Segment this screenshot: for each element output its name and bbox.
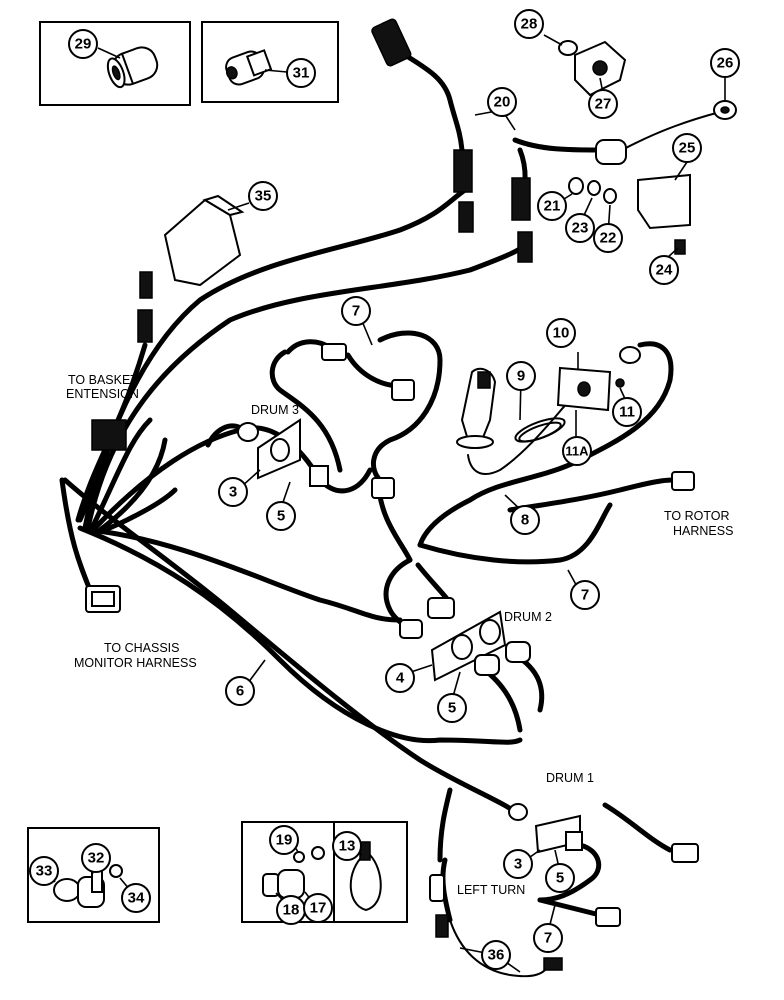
drum3-plate-3 bbox=[237, 418, 329, 487]
svg-text:32: 32 bbox=[88, 850, 105, 867]
label-drum-3: DRUM 3 bbox=[251, 403, 299, 417]
svg-text:4: 4 bbox=[396, 670, 405, 687]
label-to-chassis-1: TO CHASSIS bbox=[104, 641, 179, 655]
label-to-chassis-2: MONITOR HARNESS bbox=[74, 656, 197, 670]
callout-18: 18 bbox=[276, 895, 306, 925]
callout-34: 34 bbox=[121, 883, 151, 913]
svg-text:33: 33 bbox=[36, 863, 53, 880]
label-to-basket-2: ENTENSION bbox=[66, 387, 139, 401]
callout-25: 25 bbox=[672, 133, 702, 163]
callout-5-drum2: 5 bbox=[437, 693, 467, 723]
svg-text:10: 10 bbox=[553, 325, 570, 342]
callout-33: 33 bbox=[29, 856, 59, 886]
svg-text:8: 8 bbox=[521, 512, 529, 529]
svg-text:26: 26 bbox=[717, 55, 734, 72]
svg-text:5: 5 bbox=[277, 508, 285, 525]
callout-24: 24 bbox=[649, 255, 679, 285]
svg-text:7: 7 bbox=[581, 587, 589, 604]
callout-3-drum1: 3 bbox=[503, 849, 533, 879]
callout-11a: 11A bbox=[562, 436, 592, 466]
svg-text:17: 17 bbox=[310, 900, 327, 917]
svg-text:25: 25 bbox=[679, 140, 696, 157]
chassis-connector bbox=[85, 585, 121, 613]
callout-13: 13 bbox=[332, 831, 362, 861]
svg-text:7: 7 bbox=[544, 930, 552, 947]
callout-4: 4 bbox=[385, 663, 415, 693]
svg-text:24: 24 bbox=[656, 262, 673, 279]
svg-text:35: 35 bbox=[255, 188, 272, 205]
label-drum-2: DRUM 2 bbox=[504, 610, 552, 624]
callout-6: 6 bbox=[225, 676, 255, 706]
connector-to-rotor bbox=[671, 471, 695, 491]
svg-text:3: 3 bbox=[514, 856, 522, 873]
svg-text:27: 27 bbox=[595, 96, 612, 113]
svg-text:36: 36 bbox=[488, 947, 505, 964]
callout-11: 11 bbox=[612, 397, 642, 427]
svg-text:3: 3 bbox=[229, 484, 237, 501]
connector-to-basket bbox=[91, 309, 153, 451]
callout-35: 35 bbox=[248, 181, 278, 211]
callout-23: 23 bbox=[565, 213, 595, 243]
callout-27: 27 bbox=[588, 89, 618, 119]
svg-text:11A: 11A bbox=[565, 444, 589, 459]
drum2-plate-4 bbox=[399, 597, 531, 682]
callout-7-middle: 7 bbox=[570, 580, 600, 610]
joystick-9 bbox=[456, 367, 497, 449]
plate-10 bbox=[556, 346, 641, 412]
svg-text:20: 20 bbox=[494, 94, 511, 111]
callout-32: 32 bbox=[81, 843, 111, 873]
callout-10: 10 bbox=[546, 318, 576, 348]
callout-7-lower: 7 bbox=[533, 923, 563, 953]
plug-7-upper bbox=[321, 343, 415, 499]
svg-text:18: 18 bbox=[283, 902, 300, 919]
sensor-assembly-21-to-27 bbox=[558, 40, 737, 255]
callout-19: 19 bbox=[269, 825, 299, 855]
callout-29: 29 bbox=[68, 29, 98, 59]
svg-text:9: 9 bbox=[517, 368, 525, 385]
connector-pair-20 bbox=[371, 18, 533, 263]
callout-28: 28 bbox=[514, 9, 544, 39]
label-left-turn: LEFT TURN bbox=[457, 883, 525, 897]
callout-22: 22 bbox=[593, 223, 623, 253]
label-to-rotor-1: TO ROTOR bbox=[664, 509, 730, 523]
indicator-light-35 bbox=[139, 194, 245, 299]
callout-36: 36 bbox=[481, 940, 511, 970]
callout-7-upper: 7 bbox=[341, 296, 371, 326]
svg-text:7: 7 bbox=[352, 303, 360, 320]
svg-text:5: 5 bbox=[556, 870, 564, 887]
callout-8: 8 bbox=[510, 505, 540, 535]
svg-text:31: 31 bbox=[293, 65, 310, 82]
callout-21: 21 bbox=[537, 191, 567, 221]
callout-26: 26 bbox=[710, 48, 740, 78]
svg-text:6: 6 bbox=[236, 683, 244, 700]
svg-text:19: 19 bbox=[276, 832, 293, 849]
svg-text:34: 34 bbox=[128, 890, 145, 907]
label-to-rotor-2: HARNESS bbox=[673, 524, 733, 538]
drum1-plate-3 bbox=[508, 803, 699, 927]
svg-text:22: 22 bbox=[600, 230, 617, 247]
callout-9: 9 bbox=[506, 361, 536, 391]
svg-text:28: 28 bbox=[521, 16, 538, 33]
callout-5-drum3: 5 bbox=[266, 501, 296, 531]
svg-text:13: 13 bbox=[339, 838, 356, 855]
label-to-basket-1: TO BASKET bbox=[68, 373, 138, 387]
inset-box-29 bbox=[39, 21, 191, 106]
callout-3-drum3: 3 bbox=[218, 477, 248, 507]
callout-20: 20 bbox=[487, 87, 517, 117]
svg-text:5: 5 bbox=[448, 700, 456, 717]
inset-box-31 bbox=[201, 21, 339, 103]
left-turn-connectors-36 bbox=[429, 874, 563, 971]
label-drum-1: DRUM 1 bbox=[546, 771, 594, 785]
svg-text:21: 21 bbox=[544, 198, 561, 215]
svg-text:29: 29 bbox=[75, 36, 92, 53]
svg-text:23: 23 bbox=[572, 220, 589, 237]
svg-text:11: 11 bbox=[619, 404, 635, 421]
callout-5-drum1: 5 bbox=[545, 863, 575, 893]
callout-31: 31 bbox=[286, 58, 316, 88]
callout-17: 17 bbox=[303, 893, 333, 923]
